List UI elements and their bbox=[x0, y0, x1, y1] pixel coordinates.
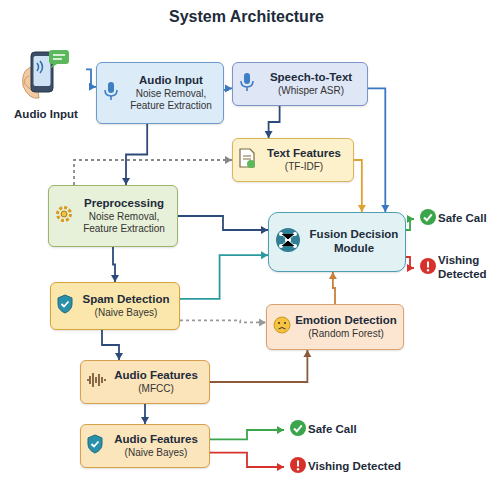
icon bbox=[274, 226, 302, 258]
result-label: Safe Call bbox=[284, 418, 374, 442]
connector-arrow bbox=[102, 330, 123, 360]
connector-arrow bbox=[368, 88, 389, 212]
decision-box: Fusion Decision Module bbox=[268, 212, 406, 272]
connector-arrow bbox=[354, 160, 366, 212]
icon bbox=[238, 147, 256, 173]
process-box: Speech-to-Text(Whisper ASR) bbox=[232, 62, 368, 106]
process-box: Spam Detection(Naive Bayes) bbox=[50, 282, 180, 330]
process-box: PreprocessingNoise Removal, Feature Extr… bbox=[48, 185, 178, 247]
icon bbox=[289, 456, 307, 478]
icon bbox=[86, 433, 104, 459]
node-heading: Safe Call bbox=[308, 423, 357, 437]
connector-arrow bbox=[224, 84, 232, 92]
icon bbox=[54, 204, 74, 228]
node-heading: Vishing Detected bbox=[308, 460, 401, 474]
result-label: Vishing Detected bbox=[284, 455, 424, 479]
connector-arrow bbox=[74, 156, 232, 185]
node-body: (Naive Bayes) bbox=[95, 307, 158, 319]
icon bbox=[272, 315, 292, 339]
node-heading: Emotion Detection bbox=[295, 314, 397, 328]
icon bbox=[238, 71, 256, 97]
process-box: Audio Features(MFCC) bbox=[80, 360, 210, 404]
phone-source: Audio Input bbox=[6, 46, 86, 124]
process-box: Emotion Detection(Random Forest) bbox=[266, 304, 404, 350]
connector-arrow bbox=[178, 216, 268, 234]
node-heading: Safe Call bbox=[438, 212, 487, 226]
connector-arrow bbox=[265, 106, 280, 138]
node-body: (Random Forest) bbox=[308, 328, 384, 340]
icon bbox=[56, 293, 74, 319]
node-body: (Naive Bayes) bbox=[125, 447, 188, 459]
result-label: Vishing Detected bbox=[414, 250, 492, 286]
node-body: Noise Removal, Feature Extraction bbox=[77, 211, 171, 235]
connector-arrow bbox=[180, 318, 266, 326]
icon bbox=[102, 80, 120, 106]
node-heading: Text Features bbox=[267, 147, 341, 161]
connector-arrow bbox=[406, 257, 414, 272]
result-label: Safe Call bbox=[414, 207, 492, 231]
icon bbox=[419, 257, 437, 279]
connector-arrow bbox=[111, 247, 119, 282]
connector-arrow bbox=[180, 251, 268, 299]
node-heading: Speech-to-Text bbox=[270, 71, 352, 85]
icon bbox=[289, 419, 307, 441]
connector-arrow bbox=[141, 404, 149, 424]
node-body: (MFCC) bbox=[138, 383, 174, 395]
connector-arrow bbox=[210, 453, 284, 471]
connector-arrow bbox=[210, 426, 284, 439]
node-heading: Audio Input bbox=[14, 108, 78, 122]
icon bbox=[419, 208, 437, 230]
node-body: (Whisper ASR) bbox=[278, 85, 344, 97]
node-heading: Fusion Decision Module bbox=[309, 228, 399, 256]
node-heading: Spam Detection bbox=[83, 293, 170, 307]
connector-arrow bbox=[122, 124, 147, 185]
connector-arrow bbox=[86, 69, 96, 90]
process-box: Text Features(TF-IDF) bbox=[232, 138, 354, 182]
process-box: Audio InputNoise Removal, Feature Extrac… bbox=[96, 62, 224, 124]
process-box: Audio Features(Naive Bayes) bbox=[80, 424, 210, 468]
node-body: Noise Removal, Feature Extraction bbox=[125, 88, 217, 112]
connector-arrow bbox=[329, 272, 337, 304]
connector-arrow bbox=[210, 350, 311, 382]
node-heading: Audio Features bbox=[114, 433, 198, 447]
node-heading: Audio Input bbox=[139, 74, 203, 88]
node-heading: Preprocessing bbox=[84, 197, 164, 211]
node-heading: Audio Features bbox=[114, 369, 198, 383]
icon bbox=[86, 371, 106, 393]
diagram-title: System Architecture bbox=[0, 8, 493, 26]
node-body: (TF-IDF) bbox=[285, 161, 323, 173]
node-heading: Vishing Detected bbox=[438, 254, 490, 282]
icon bbox=[15, 46, 77, 112]
connector-arrow bbox=[406, 215, 414, 230]
